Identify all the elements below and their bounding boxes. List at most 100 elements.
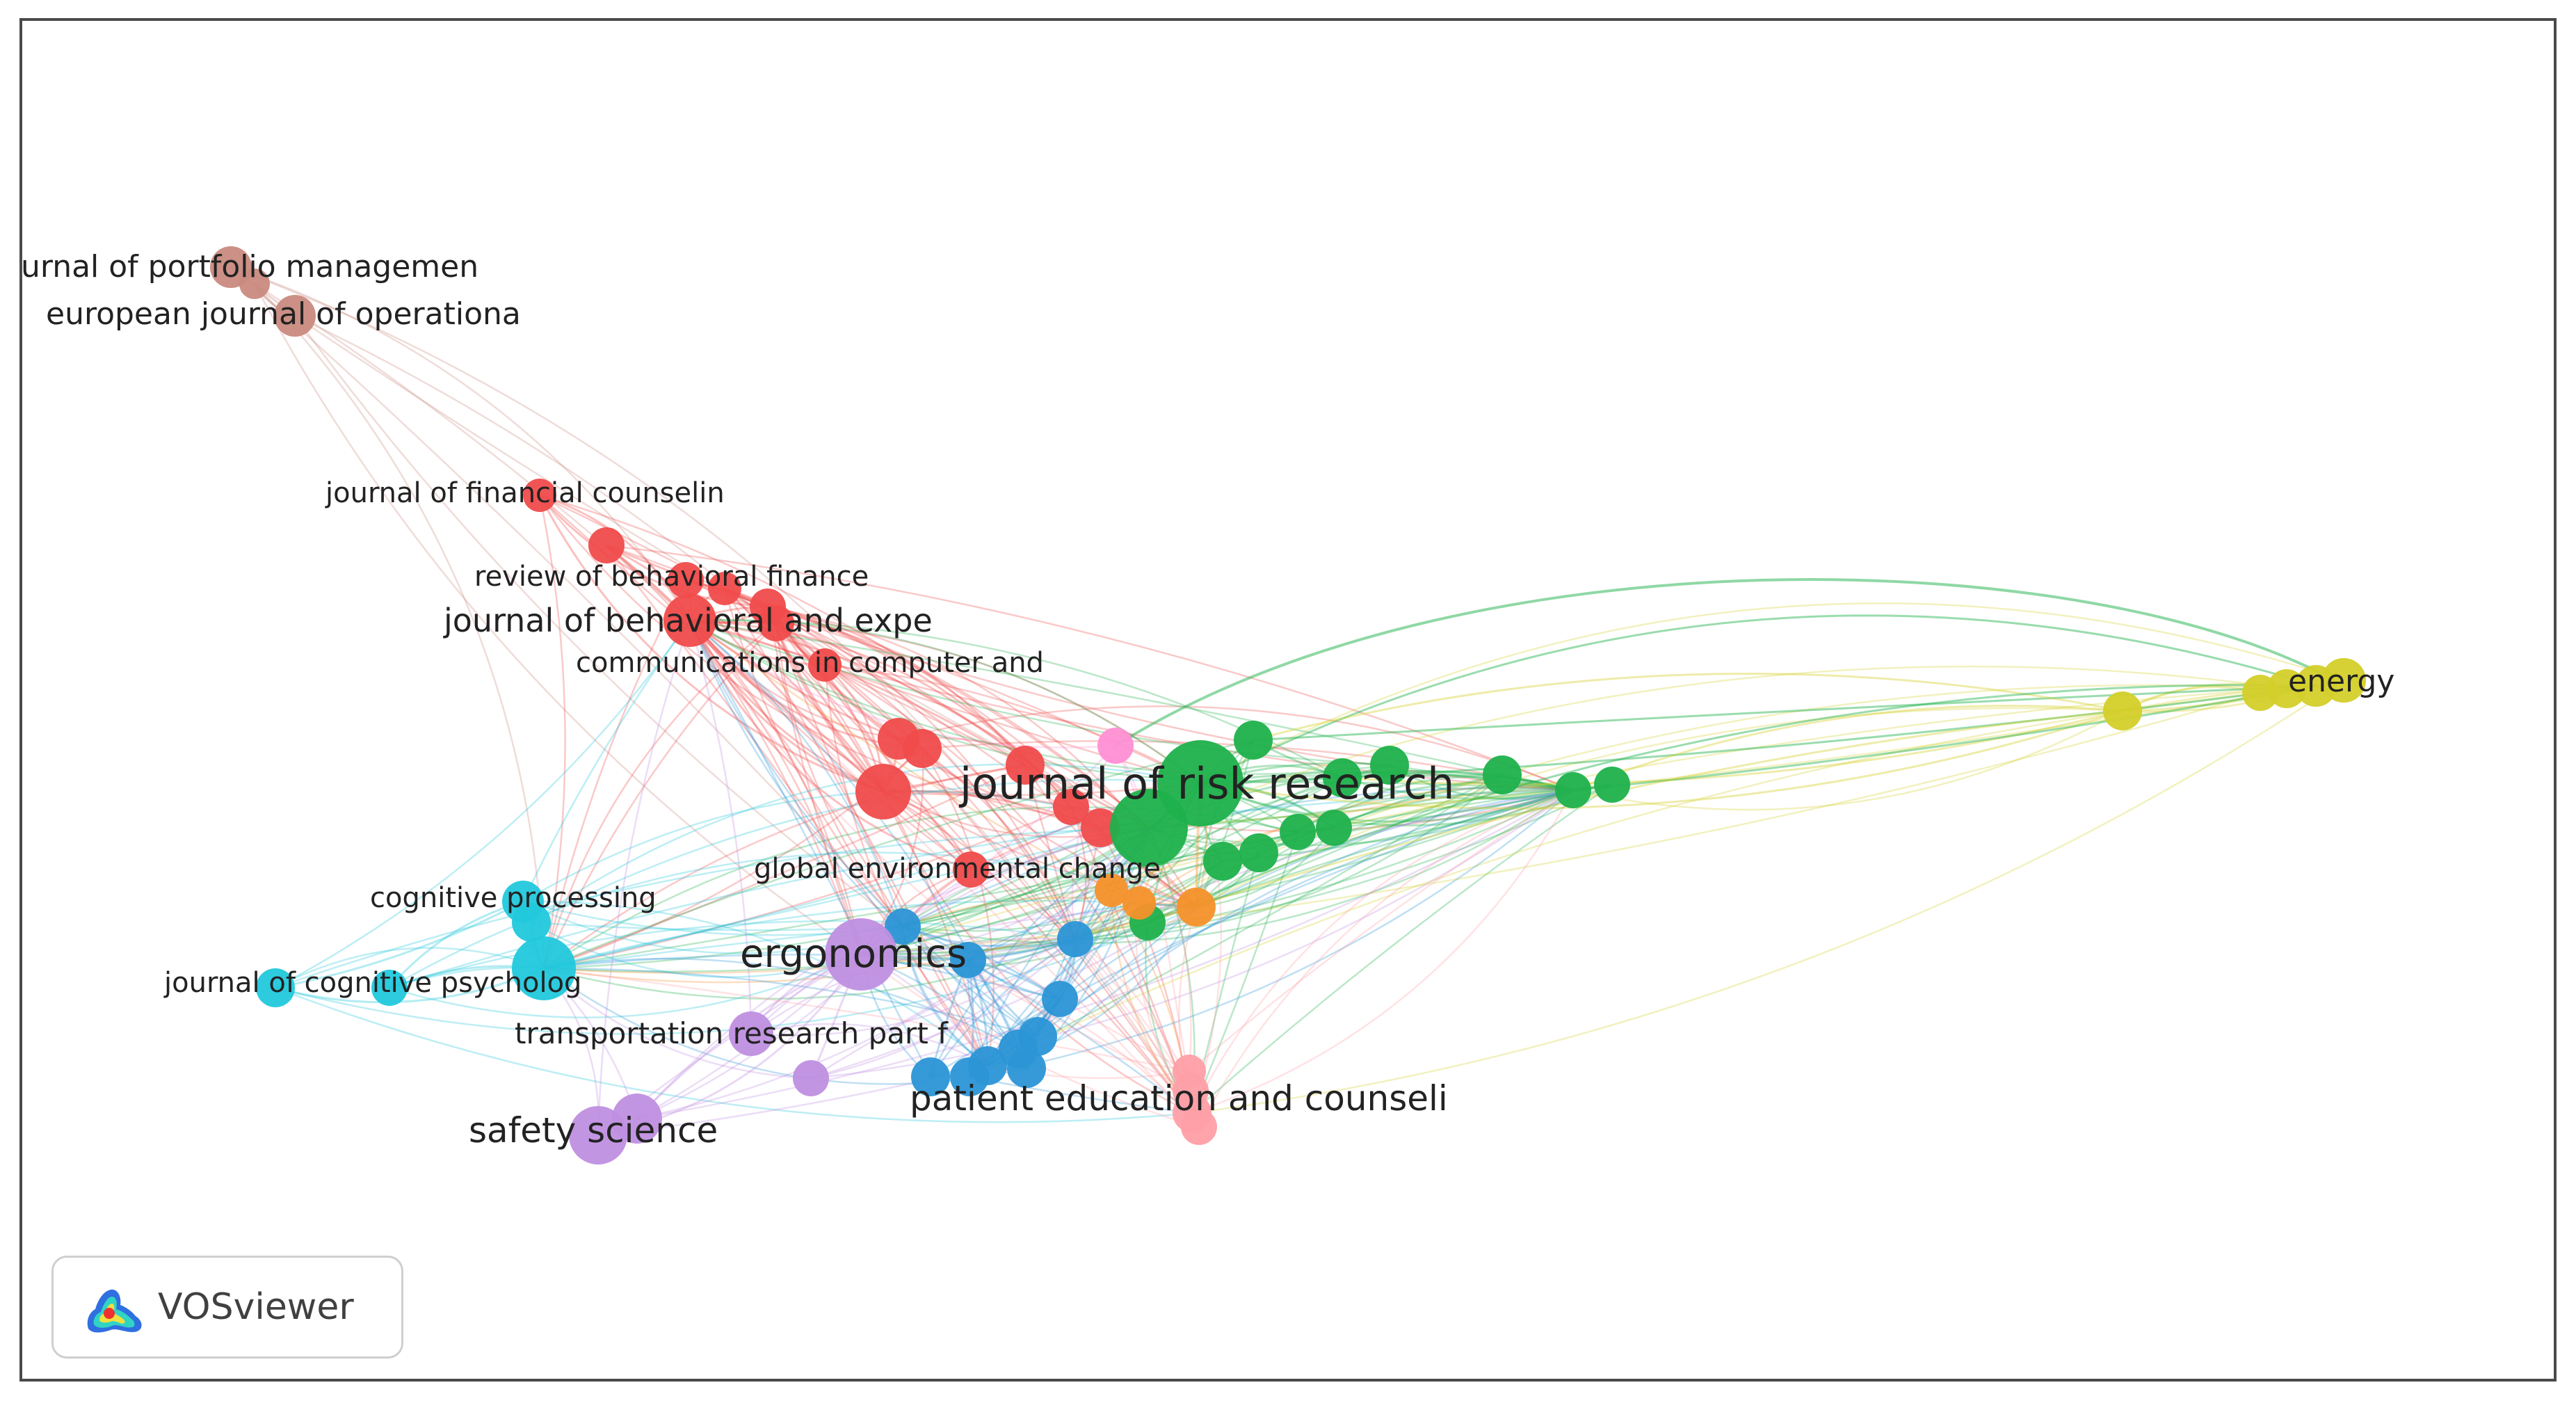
edge — [543, 739, 1254, 970]
node-operational[interactable] — [274, 295, 316, 337]
edge — [1189, 789, 1574, 1072]
node-purple-3[interactable] — [793, 1060, 829, 1096]
label-behavioral-finance[interactable]: review of behavioral finance — [474, 561, 869, 593]
edge — [1147, 684, 2317, 924]
node-pink-4[interactable] — [1181, 1109, 1217, 1145]
node-cyan-2[interactable] — [512, 903, 551, 942]
node-orange-3[interactable] — [1177, 888, 1216, 927]
edge — [775, 623, 989, 1066]
node-ergonomics[interactable] — [825, 918, 897, 991]
edge — [543, 776, 1343, 970]
node-cognitive-psychology[interactable] — [256, 968, 295, 1007]
node-blue-8[interactable] — [950, 1057, 989, 1096]
node-green-6[interactable] — [1483, 755, 1522, 794]
node-portfolio-b[interactable] — [239, 269, 270, 299]
label-cognitive-psychology[interactable]: journal of cognitive psycholog — [163, 967, 581, 999]
label-portfolio[interactable]: urnal of portfolio managemen — [21, 249, 478, 285]
node-blue-2[interactable] — [950, 942, 986, 978]
node-green-5[interactable] — [1370, 746, 1409, 785]
node-red-4[interactable] — [758, 605, 794, 641]
node-blue-1[interactable] — [885, 908, 921, 945]
node-blue-3[interactable] — [1057, 921, 1093, 957]
edge — [1572, 710, 2123, 811]
edge — [882, 791, 1193, 1114]
node-blue-10[interactable] — [911, 1057, 950, 1096]
node-green-10[interactable] — [1316, 810, 1352, 846]
label-ergonomics[interactable]: ergonomics — [740, 931, 967, 977]
node-green-4[interactable] — [1323, 758, 1362, 797]
edge — [1389, 764, 1574, 792]
edge — [531, 763, 1201, 924]
node-green-3[interactable] — [1234, 721, 1273, 760]
edge — [1024, 764, 1197, 908]
edge — [860, 827, 1150, 956]
node-energy[interactable] — [2321, 658, 2366, 703]
label-patient-education[interactable]: patient education and counseli — [910, 1078, 1448, 1119]
node-energy-a[interactable] — [2103, 691, 2142, 730]
edge — [1253, 685, 2317, 742]
node-behavioral-experimental[interactable] — [663, 594, 716, 647]
edge — [824, 664, 1201, 785]
node-behavioral-finance[interactable] — [668, 562, 704, 598]
edge — [1037, 906, 1197, 1037]
label-cognitive-processing[interactable]: cognitive processing — [370, 882, 657, 914]
edge — [606, 544, 1574, 792]
node-red-10[interactable] — [1081, 808, 1120, 847]
label-journal-of-risk-research[interactable]: journal of risk research — [958, 758, 1454, 809]
node-red-8[interactable] — [1006, 746, 1045, 785]
edge — [689, 620, 1038, 1038]
edge — [1253, 739, 1574, 800]
edge — [689, 620, 862, 955]
node-communications[interactable] — [808, 648, 842, 682]
label-behavioral-experimental[interactable]: journal of behavioral and expe — [443, 602, 933, 639]
edge — [542, 623, 777, 969]
edge — [539, 495, 1150, 829]
node-orange-1[interactable] — [1095, 874, 1128, 907]
node-transportation[interactable] — [729, 1011, 773, 1056]
label-operational[interactable]: european journal of operationa — [46, 296, 521, 332]
edge — [606, 545, 862, 955]
node-red-1[interactable] — [588, 527, 625, 563]
node-orange-2[interactable] — [1122, 886, 1156, 920]
edge — [898, 705, 1574, 792]
edge — [293, 315, 903, 928]
edge — [1200, 782, 1613, 827]
edge — [902, 926, 1038, 1037]
edge — [824, 664, 1201, 785]
node-green-11[interactable] — [1203, 842, 1242, 881]
edge — [969, 789, 1574, 1078]
label-transportation-research[interactable]: transportation research part f — [515, 1016, 949, 1050]
node-red-2[interactable] — [708, 572, 741, 605]
edge — [723, 588, 903, 927]
label-financial[interactable]: journal of financial counselin — [325, 477, 725, 509]
node-green-8[interactable] — [1594, 767, 1630, 803]
edge — [689, 619, 899, 740]
node-green-12[interactable] — [1239, 833, 1278, 872]
node-cyan-3[interactable] — [512, 936, 576, 1000]
label-safety-science[interactable]: safety science — [469, 1110, 718, 1151]
edge — [930, 789, 1574, 1078]
label-global-environmental-change[interactable]: global environmental change — [754, 853, 1161, 885]
label-communications[interactable]: communications in computer and — [576, 647, 1044, 679]
node-green-9[interactable] — [1280, 814, 1316, 850]
edge — [543, 826, 1150, 970]
node-financial[interactable] — [523, 479, 556, 512]
edge — [929, 826, 1150, 1078]
node-green-2[interactable] — [1110, 789, 1188, 867]
label-energy[interactable]: energy — [2288, 664, 2394, 699]
node-purple-5[interactable] — [612, 1094, 662, 1144]
edge — [1114, 578, 2337, 747]
node-red-11[interactable] — [953, 851, 989, 888]
node-magenta[interactable] — [1097, 728, 1134, 764]
edge — [389, 851, 1197, 989]
node-blue-4[interactable] — [1042, 981, 1078, 1017]
node-red-9[interactable] — [1053, 789, 1089, 825]
node-green-7[interactable] — [1555, 772, 1591, 808]
edge — [543, 783, 1613, 970]
node-blue-9[interactable] — [1007, 1049, 1046, 1088]
node-red-6[interactable] — [903, 729, 942, 768]
node-red-7[interactable] — [855, 764, 911, 819]
edge — [1200, 782, 1574, 823]
node-cyan-5[interactable] — [371, 970, 408, 1006]
